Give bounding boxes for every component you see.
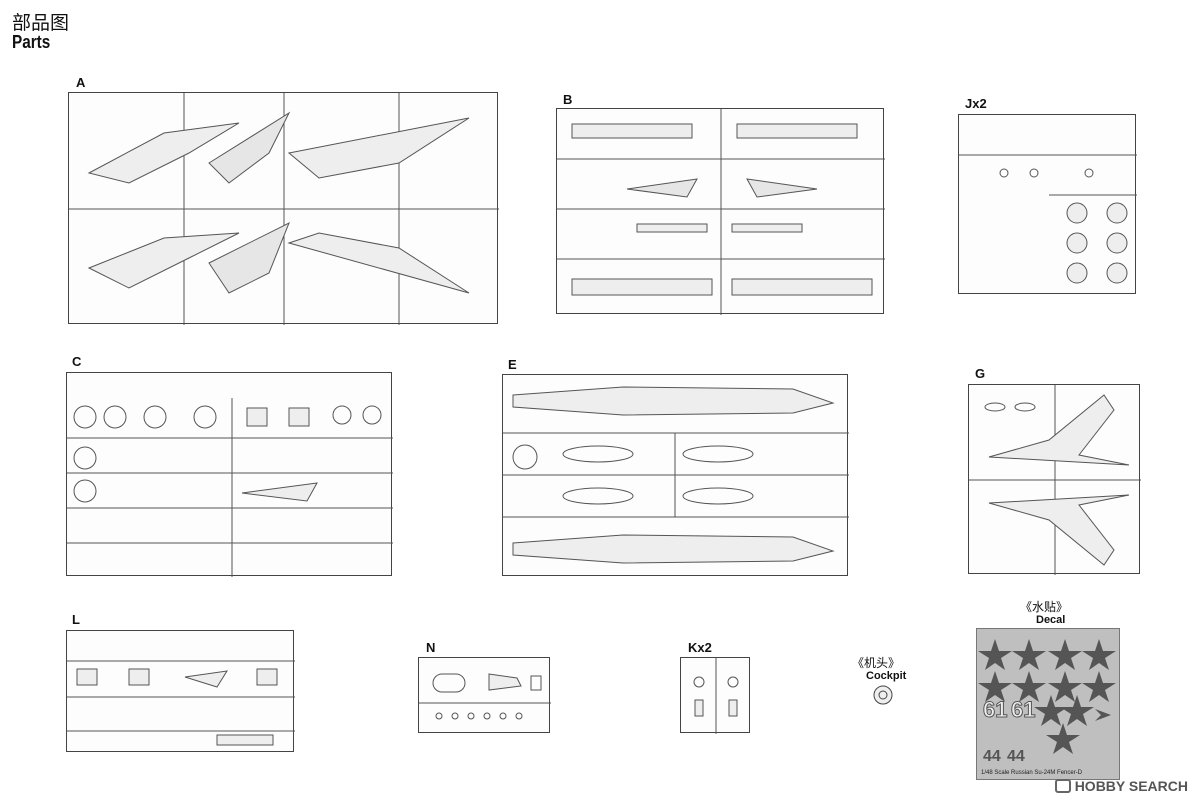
- sprue-a-label: A: [76, 75, 86, 90]
- cockpit-part-icon: [873, 685, 893, 705]
- sprue-e-drawing: [503, 386, 849, 564]
- decal-label-cn: 《水贴》: [1020, 600, 1069, 614]
- page-title-cn: 部品图: [12, 12, 70, 34]
- camera-icon: [1054, 779, 1071, 793]
- decal-star: [1082, 671, 1116, 702]
- sprue-g-label: G: [975, 366, 986, 381]
- decal-star: [1060, 695, 1094, 726]
- decal-star: [1082, 639, 1116, 670]
- sprue-a-drawing: [69, 93, 499, 325]
- sprue-k-drawing: [693, 658, 739, 734]
- sprue-g: [968, 384, 1141, 575]
- sprue-n-label: N: [426, 640, 436, 655]
- sprue-k: [680, 657, 750, 734]
- sprue-a: [68, 92, 499, 325]
- sprue-b: [556, 108, 885, 315]
- watermark: HOBBY SEARCH: [1054, 778, 1188, 794]
- sprue-l: [66, 630, 295, 752]
- page-title-en: Parts: [12, 32, 51, 52]
- decal-star: [1012, 671, 1046, 702]
- sprue-l-label: L: [72, 612, 80, 627]
- decal-footer: 1/48 Scale Russian Su-24M Fencer-D: [981, 770, 1083, 776]
- sprue-j-drawing: [959, 154, 1137, 284]
- watermark-text: HOBBY SEARCH: [1074, 778, 1188, 794]
- sprue-e: [502, 374, 849, 576]
- decal-star-grid: 61 61 44 44: [978, 639, 1116, 765]
- sprue-c-drawing: [67, 398, 393, 577]
- decal-star: [1048, 671, 1082, 702]
- sprue-l-drawing: [67, 660, 295, 746]
- decal-star: [1048, 639, 1082, 670]
- sprue-c-label: C: [72, 354, 82, 369]
- decal-star: [1034, 695, 1068, 726]
- sprue-b-drawing: [557, 109, 885, 315]
- decal-sheet: 61 61 44 44 1/48 Scale Russian Su-24M Fe…: [976, 628, 1120, 780]
- decal-number-2: 61: [1011, 697, 1035, 722]
- decal-star: [1012, 639, 1046, 670]
- sprue-g-drawing: [969, 385, 1141, 575]
- decal-star: [1046, 723, 1080, 754]
- decal-star: [978, 639, 1012, 670]
- decal-chevron: [1095, 709, 1111, 721]
- sprue-c: [66, 372, 393, 577]
- sprue-k-label: Kx2: [688, 640, 712, 655]
- decal-label-en: Decal: [1036, 614, 1066, 626]
- decal-star: [978, 671, 1012, 702]
- sprue-n-drawing: [419, 673, 551, 720]
- cockpit-label-cn: 《机头》: [852, 656, 901, 670]
- sprue-j-label: Jx2: [965, 96, 987, 111]
- decal-number-4: 44: [1007, 748, 1025, 765]
- sprue-e-label: E: [508, 357, 517, 372]
- sprue-j: [958, 114, 1137, 294]
- sprue-n: [418, 657, 551, 733]
- decal-number-1: 61: [983, 697, 1007, 722]
- cockpit-label-en: Cockpit: [866, 670, 907, 682]
- sprue-b-label: B: [563, 92, 573, 107]
- decal-number-3: 44: [983, 748, 1001, 765]
